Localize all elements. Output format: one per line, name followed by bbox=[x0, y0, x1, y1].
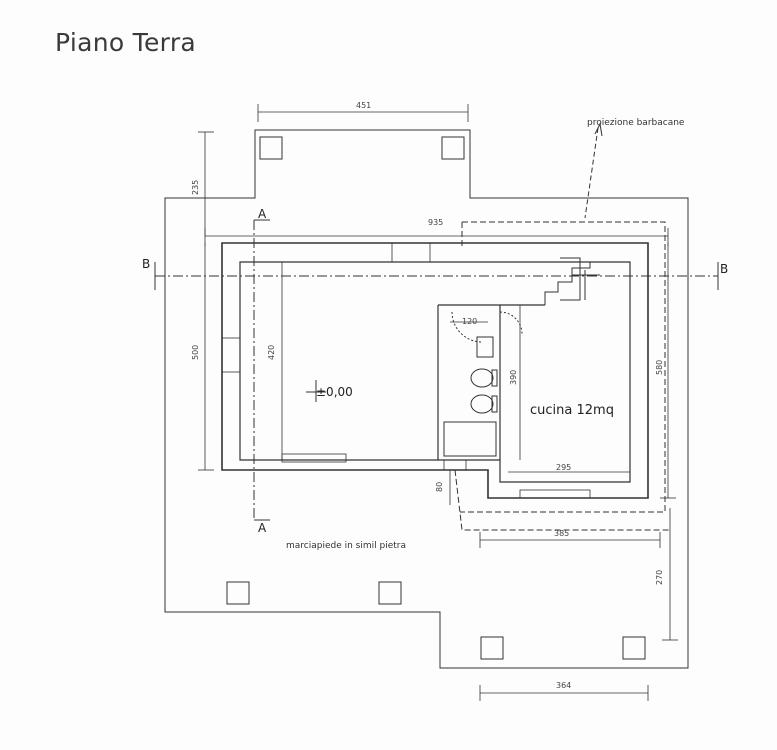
window bbox=[519, 489, 591, 499]
section-b-right-label: B bbox=[720, 262, 728, 276]
window bbox=[281, 453, 347, 463]
window bbox=[391, 242, 431, 263]
level-label: ±0,00 bbox=[316, 385, 353, 399]
page-title: Piano Terra bbox=[55, 28, 197, 57]
pier bbox=[226, 581, 250, 605]
window bbox=[443, 459, 467, 471]
dim-390: 390 bbox=[509, 370, 518, 385]
kitchen-label: cucina 12mq bbox=[530, 403, 614, 418]
outer-wall bbox=[221, 242, 649, 499]
dim-500: 500 bbox=[191, 345, 200, 360]
dim-364: 364 bbox=[556, 681, 571, 690]
dim-935: 935 bbox=[428, 218, 443, 227]
section-a-bottom-label: A bbox=[258, 521, 267, 535]
projection-outline bbox=[460, 221, 666, 513]
dim-385: 385 bbox=[554, 529, 569, 538]
dim-451: 451 bbox=[356, 101, 371, 110]
dim-420: 420 bbox=[267, 345, 276, 360]
pier bbox=[378, 581, 402, 605]
sidewalk-label: marciapiede in simil pietra bbox=[286, 541, 406, 551]
sidewalk-outline bbox=[164, 129, 689, 669]
dim-270: 270 bbox=[655, 570, 664, 585]
inner-wall bbox=[239, 261, 631, 483]
section-b-left-label: B bbox=[142, 257, 150, 271]
pier bbox=[259, 136, 283, 160]
section-a-top-label: A bbox=[258, 207, 267, 221]
dim-235: 235 bbox=[191, 180, 200, 195]
pier bbox=[622, 636, 646, 660]
toilet bbox=[470, 368, 494, 388]
pier bbox=[441, 136, 465, 160]
dim-120: 120 bbox=[462, 317, 477, 326]
dim-80: 80 bbox=[435, 482, 444, 492]
shower bbox=[443, 421, 497, 457]
projection-label: proiezione barbacane bbox=[587, 118, 685, 128]
dim-295: 295 bbox=[556, 463, 571, 472]
bidet bbox=[470, 394, 494, 414]
pier bbox=[480, 636, 504, 660]
stairs bbox=[544, 262, 591, 305]
dim-580: 580 bbox=[655, 360, 664, 375]
window bbox=[221, 337, 241, 373]
